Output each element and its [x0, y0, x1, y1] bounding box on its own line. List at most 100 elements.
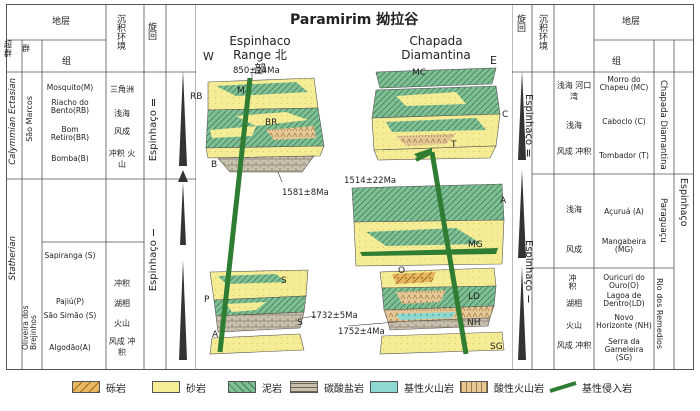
label-sg: SG [490, 342, 503, 352]
west-label: W [203, 50, 214, 63]
env-r-estuary: 浅海 河口湾 [556, 81, 592, 101]
formation-sapiranga: Sapiranga (S) [44, 251, 96, 260]
left-header-environment: 沉积环境 [115, 14, 125, 50]
env-r-eolian: 风成 [566, 245, 582, 254]
right-table-grid [512, 4, 694, 370]
right-header-strata: 地层 [622, 17, 641, 27]
left-header-strata: 地层 [52, 17, 71, 27]
env-eolian: 风成 [114, 127, 130, 136]
formation-bom-retiro: Bom Retiro(BR) [50, 125, 90, 142]
legend-carbonate: 碳酸盐岩 [290, 380, 364, 395]
left-header-cycle: 旋回 [146, 22, 156, 40]
legend-label: 酸性火山岩 [494, 383, 544, 395]
age-1732: 1732±5Ma [311, 311, 358, 321]
supergroup-espinhaco: Espinhaço [678, 178, 689, 227]
env-r-shallow: 浅海 [566, 121, 582, 130]
mudstone-swatch [228, 381, 256, 393]
label-s-upper: S [281, 276, 287, 286]
env-r-volcanic: 火山 [566, 321, 582, 330]
carbonate-swatch [290, 381, 318, 393]
figure-title: Paramirim 拗拉谷 [290, 12, 419, 28]
formation-sao-simao: São Simão (S) [43, 311, 97, 320]
label-ld: LD [468, 292, 480, 302]
right-lower-block [379, 267, 505, 355]
label-mc: MC [412, 68, 427, 78]
cycle-espinhaco-2-right: Espinhaço Ⅱ [523, 94, 534, 160]
env-r-eolian-alluvial-2: 风成 冲积 [556, 341, 592, 350]
cross-sections [205, 67, 505, 355]
cycle-espinhaco-2-left: Espinhaço Ⅱ [148, 96, 159, 162]
label-o: O [398, 266, 406, 276]
legend-label: 泥岩 [262, 383, 282, 395]
age-1514: 1514±22Ma [344, 176, 397, 186]
intrusion-swatch [549, 381, 577, 393]
age-1752: 1752±4Ma [338, 327, 385, 337]
env-r-eolian-alluvial: 风成 冲积 [556, 147, 592, 156]
legend-basic-volcanic: 基性火山岩 [370, 380, 454, 395]
env-delta: 三角洲 [110, 85, 134, 94]
left-lower-block [209, 269, 309, 355]
formation-morro: Morro do Chapeu (MC) [599, 75, 649, 92]
formation-algodao: Algodão(A) [49, 343, 91, 352]
legend-sandstone: 砂岩 [152, 380, 206, 395]
formation-caboclo: Caboclo (C) [602, 117, 646, 126]
right-upper-block [371, 67, 501, 161]
formation-serra: Serra da Gameleira (SG) [604, 337, 644, 362]
formation-acurua: Açuruá (A) [604, 207, 644, 216]
formation-riacho: Riacho do Bento(RB) [50, 98, 90, 115]
formation-ouricuri: Ouricuri do Ouro(O) [603, 273, 645, 290]
legend-intrusion: 基性侵入岩 [548, 380, 632, 395]
conglomerate-swatch [72, 381, 100, 393]
env-alluvial: 冲积 [114, 279, 130, 288]
formation-mosquito: Mosquito(M) [46, 83, 94, 92]
legend-label: 基性火山岩 [404, 383, 454, 395]
env-r-shallow-2: 浅海 [566, 205, 582, 214]
label-b: B [211, 160, 218, 170]
env-volcanic: 火山 [114, 319, 130, 328]
label-c: C [502, 110, 509, 120]
left-header-group: 群 [22, 44, 30, 53]
env-r-alluvial: 冲积 [568, 274, 577, 290]
env-lacustrine: 湖相 [114, 299, 130, 308]
leader-lines [251, 72, 397, 327]
cycle-espinhaco-1-left: Espinhaço Ⅰ [148, 226, 159, 292]
env-r-lacustrine: 湖相 [566, 299, 582, 308]
label-br: BR [265, 118, 278, 128]
left-table-grid [6, 4, 196, 370]
east-label: E [490, 54, 497, 67]
group-rio-remedios: Rio dos Remedios [655, 278, 664, 350]
formation-mangabeira: Mangabeira (MG) [601, 237, 647, 254]
supergroup-statherian: Statherian [8, 236, 18, 281]
group-oliveira: Oliveira dos Brejinhos [21, 305, 38, 350]
label-m: M [237, 86, 245, 96]
label-t: T [451, 140, 457, 150]
label-p: P [204, 295, 210, 305]
espinhaco-range-label: Espinhaco Range 北部 [229, 34, 291, 76]
env-eolian-alluvial: 风成 冲积 [108, 337, 136, 357]
supergroup-calymmian: Calymmian Ectasian [8, 78, 18, 165]
env-alluvial-volcanic: 冲积 火山 [108, 149, 136, 169]
label-a-right: A [500, 196, 507, 206]
legend-acid-volcanic: 酸性火山岩 [460, 380, 544, 395]
right-middle-block [351, 183, 505, 267]
formation-novo: Novo Horizonte (NH) [596, 313, 652, 330]
formation-tombador: Tombador (T) [599, 151, 649, 160]
sandstone-swatch [152, 381, 180, 393]
legend-label: 基性侵入岩 [582, 383, 632, 395]
left-header-super: 超群 [4, 40, 12, 58]
cycle-espinhaco-1-right: Espinhaço Ⅰ [523, 240, 534, 306]
left-header-formation: 组 [62, 57, 72, 67]
right-header-formation: 组 [612, 57, 622, 67]
right-cycle-arrows [518, 70, 526, 360]
formation-bomba: Bomba(B) [51, 154, 89, 163]
group-paraguacu: Paraguaçu [658, 198, 668, 243]
formation-pajiu: Pajiú(P) [55, 297, 85, 306]
group-chapada: Chapada Diamantina [658, 80, 668, 170]
env-shallow-sea: 浅海 [114, 109, 130, 118]
basic-volcanic-swatch [370, 381, 398, 393]
legend-label: 砾岩 [106, 383, 126, 395]
right-header-cycle: 旋回 [515, 14, 525, 32]
group-sao-marcos: São Marcos [25, 96, 34, 142]
legend-label: 碳酸盐岩 [324, 383, 364, 395]
label-a-left: A [212, 330, 219, 340]
